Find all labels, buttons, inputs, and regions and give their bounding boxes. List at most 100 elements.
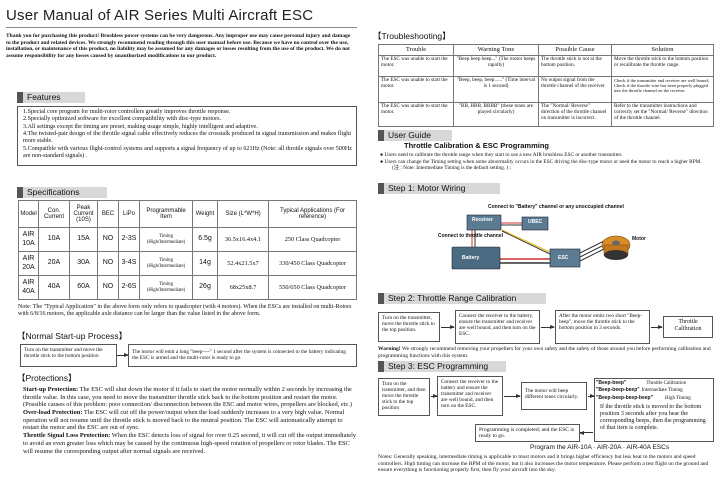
programming-arrow xyxy=(431,394,438,398)
spec-header: Peak Current (10S) xyxy=(69,200,98,228)
feature-item: 2.Specially optimized software for excel… xyxy=(23,116,221,123)
programming-instruction: If the throttle stick is moved to the bo… xyxy=(600,404,706,431)
protections-text: Start-up Protection: The ESC will shut d… xyxy=(23,386,357,455)
spec-cell: 2-3S xyxy=(118,227,140,252)
tone-code: "Beep-beep-beep" xyxy=(596,387,640,394)
normal-startup-heading: 【Normal Start-up Process】 xyxy=(17,331,128,341)
spec-cell: 3-4S xyxy=(118,251,140,276)
calibration-arrow xyxy=(441,325,455,329)
feature-item: 3.All settings except the timing are pre… xyxy=(23,123,258,130)
table-row: The ESC was unable to start the motor. "… xyxy=(378,54,714,77)
receiver-shape xyxy=(466,214,502,231)
list-item: "Beep-beep-beep"Intermediate Timing xyxy=(596,387,714,394)
table-row: The ESC was unable to start the motor. "… xyxy=(378,101,714,127)
calibration-warning: Warning! We strongly recommend removing … xyxy=(378,346,714,359)
spec-header: Con. Current xyxy=(38,200,70,228)
features-heading: Features xyxy=(17,92,85,103)
tone-desc: Intermediate Timing xyxy=(641,388,683,394)
spec-cell: 30A xyxy=(69,251,98,276)
spec-cell: 2-6S xyxy=(118,275,140,300)
programming-step-1: Turn on the transmitter, and then move t… xyxy=(378,378,430,416)
spec-cell: 250 Class Quadcopter xyxy=(268,227,357,252)
motor-label: Motor xyxy=(632,236,646,242)
tone-desc: High Timing xyxy=(664,395,691,401)
tone-code: "Beep-beep-beep-beep" xyxy=(596,394,653,401)
list-item: ● Users can change the Timing setting wh… xyxy=(380,159,714,166)
feature-item: 1.Special core program for multi-rotor c… xyxy=(23,109,231,115)
spec-header: Size (L*W*H) xyxy=(217,200,269,228)
spec-cell: Timing (High/Intermediate) xyxy=(139,227,193,252)
page-title: User Manual of AIR Series Multi Aircraft… xyxy=(6,7,314,24)
step1-heading: Step 1: Motor Wiring xyxy=(378,183,500,194)
programming-step-2: Connect the receiver to the battery and … xyxy=(437,376,503,416)
calibration-arrow xyxy=(651,325,663,329)
bullet-icon: ● xyxy=(380,152,385,158)
calibration-step-2: Connect the receiver to the battery, ens… xyxy=(455,310,540,344)
trouble-cell: The throttle stick is not at the bottom … xyxy=(538,54,612,77)
list-item: "Beep-beep-beep-beep" High Timing xyxy=(596,395,714,402)
spec-cell: 10A xyxy=(38,227,70,252)
feature-item: 5.Compatible with various flight-control… xyxy=(23,145,352,159)
spec-cell: NO xyxy=(97,275,119,300)
spec-cell: Timing (High/Intermediate) xyxy=(139,251,193,276)
user-guide-heading: User Guide xyxy=(378,130,452,141)
wiring-diagram: Connect to "Battery" channel or any unoc… xyxy=(432,197,682,285)
spec-header: LiPo xyxy=(118,200,140,228)
protections-heading-text: Protections xyxy=(25,373,69,383)
trouble-cell: The "Normal/ Reverse" direction of the t… xyxy=(538,101,612,127)
spec-header: Weight xyxy=(192,200,218,228)
programming-tones-box xyxy=(594,378,714,442)
spec-cell: 20A xyxy=(38,251,70,276)
programming-step-3: The motor will beep different tones circ… xyxy=(521,382,587,410)
programming-arrow xyxy=(580,432,593,433)
protection-overload: Over-load Protection: The ESC will cut o… xyxy=(23,409,357,432)
trouble-cell: No output signal from the throttle chann… xyxy=(538,75,612,103)
spec-cell: 60A xyxy=(69,275,98,300)
spec-cell: 6.5g xyxy=(192,227,218,252)
spec-cell: 68x25x8.7 xyxy=(217,275,269,300)
program-line: Program the AIR-10A · AIR-20A · AIR-40A … xyxy=(530,444,670,451)
esc-label: ESC xyxy=(558,255,569,261)
ubec-shape xyxy=(521,216,549,231)
trouble-header-row: Trouble Warning Tone Possible Cause Solu… xyxy=(378,44,714,56)
spec-cell: NO xyxy=(97,227,119,252)
programming-arrow xyxy=(588,394,595,398)
trouble-cell: Check if the transmitter and receiver ar… xyxy=(611,75,714,103)
spec-header: Model xyxy=(18,200,39,228)
table-row: AIR 10A 10A 15A NO 2-3S Timing (High/Int… xyxy=(18,227,357,252)
ubec-label: UBEC xyxy=(528,219,543,225)
trouble-cell: The ESC was unable to start the motor. xyxy=(378,54,454,77)
list-item: (注 : Note: Intermediate Timing is the de… xyxy=(392,165,512,172)
battery-label: Battery xyxy=(462,255,480,261)
intro-warning: Thank you for purchasing this product! B… xyxy=(6,33,351,60)
protection-startup: Start-up Protection: The ESC will shut d… xyxy=(23,386,357,409)
calibration-arrow xyxy=(541,325,555,329)
trouble-cell: "Beep beep beep..." (The motor beeps rap… xyxy=(453,54,539,77)
battery-shape xyxy=(451,246,501,270)
protection-label: Start-up Protection: xyxy=(23,386,79,393)
tone-desc: Throttle Calibration xyxy=(646,381,687,386)
spec-header: Typical Applications (For reference) xyxy=(268,200,357,228)
bullet-text: Users can change the Timing setting when… xyxy=(384,158,702,165)
warning-label: Warning! xyxy=(378,346,401,352)
tone-code: "Beep-beep" xyxy=(596,380,627,386)
table-row: The ESC was unable to start the motor. "… xyxy=(378,75,714,103)
bullet-text: Users need to calibrate the throttle ran… xyxy=(384,152,623,158)
trouble-cell: "Beep, beep, beep......" (Time interval … xyxy=(453,75,539,103)
spec-cell: AIR 10A xyxy=(18,227,39,252)
trouble-header: Possible Cause xyxy=(538,44,612,56)
table-row: AIR 20A 20A 30A NO 3-4S Timing (High/Int… xyxy=(18,251,357,276)
bullet-icon: ● xyxy=(380,158,385,165)
specifications-note: Note: The "Typical Application" in the a… xyxy=(18,304,352,318)
user-guide-bullets: ● Users need to calibrate the throttle r… xyxy=(380,152,714,172)
spec-cell: 40A xyxy=(38,275,70,300)
protection-desc: When the ESC detects loss of signal for … xyxy=(23,432,357,455)
startup-arrow xyxy=(117,353,129,357)
step2-heading: Step 2: Throttle Range Calibration xyxy=(378,293,546,304)
trouble-cell: The ESC was unable to start the motor. xyxy=(378,75,454,103)
title-divider xyxy=(6,27,357,28)
trouble-header: Warning Tone xyxy=(453,44,539,56)
table-row: AIR 40A 40A 60A NO 2-6S Timing (High/Int… xyxy=(18,275,357,300)
protection-desc: The ESC will cut off the power/output wh… xyxy=(23,409,345,432)
spec-cell: 26g xyxy=(192,275,218,300)
